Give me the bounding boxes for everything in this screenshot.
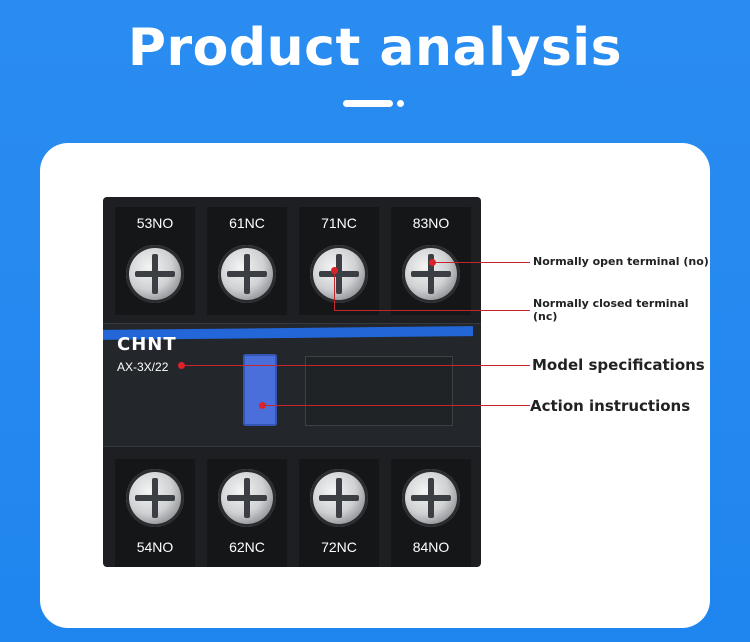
- screw-icon: [126, 469, 184, 527]
- label-window: [305, 356, 453, 426]
- screw-icon: [310, 245, 368, 303]
- leader-action: [262, 405, 530, 406]
- model-label: AX-3X/22: [117, 360, 169, 374]
- screw-icon: [402, 469, 460, 527]
- annotation-action: Action instructions: [530, 397, 691, 415]
- body-band: CHNT AX-3X/22: [103, 323, 481, 447]
- leader-nc-vertical: [334, 270, 335, 310]
- page-title: Product analysis: [127, 18, 623, 78]
- terminal-label: 54NO: [136, 539, 174, 555]
- annotation-nc-terminal-2: (nc): [533, 310, 558, 323]
- underline-bar: [343, 100, 393, 107]
- screw-icon: [310, 469, 368, 527]
- action-button[interactable]: [243, 354, 277, 426]
- annotation-nc-terminal: Normally closed terminal: [533, 297, 689, 310]
- terminal-label: 72NC: [321, 539, 357, 555]
- annotation-no-terminal: Normally open terminal (no): [533, 255, 709, 268]
- underline-dot: [397, 100, 404, 107]
- terminal-label: 71NC: [321, 215, 357, 231]
- leader-model: [181, 365, 530, 366]
- screw-icon: [126, 245, 184, 303]
- annotation-model: Model specifications: [532, 356, 705, 374]
- terminal-label: 61NC: [229, 215, 265, 231]
- terminal-slot: 84NO: [391, 459, 471, 567]
- contactor-block: 53NO 61NC 71NC 83NO CHNT AX-3X/22 54NO 6…: [103, 197, 481, 567]
- terminal-slot: 54NO: [115, 459, 195, 567]
- terminal-label: 62NC: [229, 539, 265, 555]
- screw-icon: [402, 245, 460, 303]
- terminal-slot: 71NC: [299, 207, 379, 315]
- terminal-slot: 61NC: [207, 207, 287, 315]
- terminal-label: 84NO: [412, 539, 450, 555]
- terminal-label: 53NO: [136, 215, 174, 231]
- terminal-slot: 72NC: [299, 459, 379, 567]
- leader-no-terminal: [432, 262, 530, 263]
- brand-logo: CHNT: [117, 334, 177, 355]
- screw-icon: [218, 469, 276, 527]
- terminal-slot: 53NO: [115, 207, 195, 315]
- screw-icon: [218, 245, 276, 303]
- terminal-label: 83NO: [412, 215, 450, 231]
- terminal-slot: 62NC: [207, 459, 287, 567]
- leader-nc-terminal: [334, 310, 530, 311]
